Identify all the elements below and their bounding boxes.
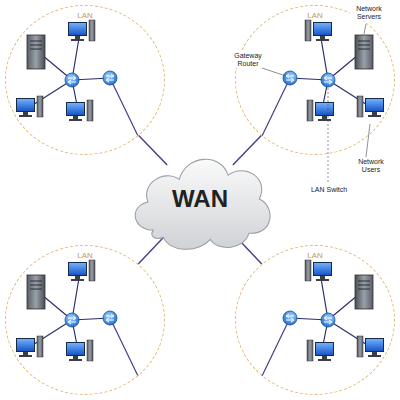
lan-equipment: [262, 260, 384, 376]
lan-region: LAN: [235, 245, 395, 395]
callout-label: LAN Switch: [308, 186, 350, 194]
lan-label: LAN: [6, 11, 164, 20]
callout-label: Gateway Router: [230, 52, 266, 68]
wan-link: [233, 136, 261, 165]
lan-region: LAN: [5, 5, 165, 155]
wan-cloud: WAN: [122, 142, 278, 256]
lan-equipment: [16, 260, 138, 376]
lan-label: LAN: [236, 251, 394, 260]
lan-region: LAN: [235, 5, 395, 155]
lan-label: LAN: [6, 251, 164, 260]
lan-equipment: [262, 20, 384, 136]
lan-equipment: [16, 20, 138, 136]
callout-label: Network Users: [350, 158, 392, 174]
wan-label: WAN: [122, 185, 278, 213]
callout-label: Network Servers: [350, 5, 388, 21]
lan-region: LAN: [5, 245, 165, 395]
wan-link: [139, 136, 167, 165]
